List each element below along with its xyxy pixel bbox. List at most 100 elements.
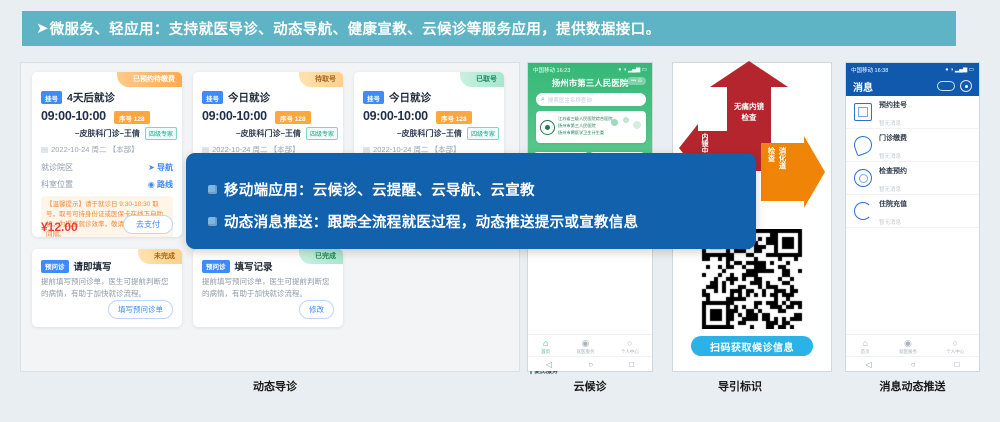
card-status-ribbon: 待取号 bbox=[299, 72, 343, 87]
caption-message-push: 消息动态推送 bbox=[879, 381, 946, 393]
hospital-seal-icon bbox=[540, 120, 555, 135]
registration-tag: 挂号 bbox=[41, 91, 62, 104]
route-action[interactable]: ◉ 路线 bbox=[147, 180, 173, 189]
form-status-badge: 已完成 bbox=[299, 249, 343, 264]
more-capsule-icon[interactable] bbox=[937, 81, 955, 91]
sequence-badge: 序号 128 bbox=[436, 111, 472, 124]
caption-dynamic-triage: 动态导诊 bbox=[253, 381, 297, 393]
sequence-badge: 序号 128 bbox=[114, 111, 150, 124]
appointment-time: 09:00-10:00 bbox=[202, 109, 267, 123]
home-icon: ⌂ bbox=[862, 337, 868, 348]
caption-cloud-waiting: 云候诊 bbox=[573, 381, 607, 393]
recents-icon[interactable]: □ bbox=[954, 359, 960, 369]
arrow-left-label: 内镜中心 bbox=[701, 133, 708, 161]
card-header: 挂号 4天后就诊 bbox=[41, 90, 115, 105]
message-sub: 暂无消息 bbox=[879, 154, 902, 160]
appointment-time: 09:00-10:00 bbox=[363, 109, 428, 123]
navigate-action[interactable]: ➤ 导航 bbox=[148, 163, 173, 172]
card-footer: ¥12.00 去支付 bbox=[41, 215, 173, 236]
arrow-up-label: 无痛内镜检查 bbox=[734, 102, 764, 122]
search-input[interactable]: ⌕ 搜索医生名称查询 bbox=[536, 93, 646, 106]
card-title: 4天后就诊 bbox=[67, 92, 115, 104]
nav-services[interactable]: ◉就医服务 bbox=[576, 337, 595, 354]
home-circle-icon[interactable]: ○ bbox=[588, 359, 594, 369]
recents-icon[interactable]: □ bbox=[629, 359, 634, 369]
refresh-icon bbox=[854, 202, 872, 220]
pre-consult-record-card[interactable]: 已完成 预问诊 填写记录 提前填写预问诊单，医生可提前判断您的病情，有助于加快就… bbox=[193, 249, 343, 327]
status-icons: ● ◑ ▂▄▆ ▭ bbox=[618, 66, 647, 73]
message-sub: 暂无消息 bbox=[879, 121, 902, 127]
qr-caption: 扫码获取候诊信息 bbox=[691, 336, 813, 356]
panel-message-push: 中国移动 16:38 ● ◑ ▂▄▆ ▭ 消息 预约挂号暂无消息 门诊缴费暂无消… bbox=[845, 62, 980, 372]
price-label: ¥12.00 bbox=[41, 220, 78, 234]
home-circle-icon[interactable]: ○ bbox=[910, 359, 916, 369]
banner-line-2: 扬州市第三人民医院 bbox=[558, 123, 596, 128]
carrier-time: 中国移动 16:38 bbox=[851, 67, 889, 74]
room-label: 科室位置 bbox=[41, 180, 73, 189]
card-header: 挂号 今日就诊 bbox=[363, 90, 431, 105]
registration-tag: 挂号 bbox=[363, 91, 384, 104]
close-capsule-icon[interactable] bbox=[960, 80, 972, 92]
bullet-arrow-icon: ➤ bbox=[36, 20, 49, 37]
payment-icon bbox=[851, 133, 875, 157]
appointment-card-group: 已预约待缴费 挂号 4天后就诊 09:00-10:00 序号 128 –皮肤科门… bbox=[21, 63, 521, 373]
services-icon: ◉ bbox=[904, 337, 912, 348]
pre-consult-tag: 预问诊 bbox=[41, 259, 69, 273]
caption-wayfinding: 导引标识 bbox=[718, 381, 762, 393]
list-item[interactable]: 门诊缴费暂无消息 bbox=[846, 129, 979, 162]
android-system-bar: ◁ ○ □ bbox=[528, 356, 652, 371]
form-card-header: 预问诊 填写记录 bbox=[202, 259, 273, 273]
campus-label: 就诊院区 bbox=[41, 163, 73, 172]
department-doctor: –皮肤科门诊–王倩 bbox=[75, 129, 140, 138]
appointment-card[interactable]: 已预约待缴费 挂号 4天后就诊 09:00-10:00 序号 128 –皮肤科门… bbox=[32, 72, 182, 237]
nav-profile[interactable]: ○个人中心 bbox=[946, 337, 965, 354]
card-title: 今日就诊 bbox=[389, 92, 431, 104]
pay-button[interactable]: 去支付 bbox=[123, 215, 173, 234]
nav-home[interactable]: ⌂首页 bbox=[860, 337, 870, 354]
arrow-right-label: 消化道检查 bbox=[767, 147, 787, 170]
card-title: 今日就诊 bbox=[228, 92, 270, 104]
back-icon[interactable]: ◁ bbox=[546, 359, 553, 369]
phone-status-bar: 中国移动 16:23 ● ◑ ▂▄▆ ▭ bbox=[528, 63, 652, 76]
list-item[interactable]: 住院充值暂无消息 bbox=[846, 195, 979, 228]
arrow-right-digestive-exam: 消化道检查 bbox=[761, 136, 825, 208]
sequence-badge: 序号 128 bbox=[275, 111, 311, 124]
phone-bottom-nav: ⌂首页 ◉就医服务 ○个人中心 bbox=[846, 334, 979, 357]
hospital-banner[interactable]: 江苏省三级人民医院综合医院 扬州市第三人民医院 扬州市聘医学卫生计生委 bbox=[536, 111, 646, 143]
fill-form-button[interactable]: 填写预问诊单 bbox=[108, 300, 173, 319]
card-status-ribbon: 已预约待缴费 bbox=[117, 72, 182, 87]
form-card-title: 填写记录 bbox=[234, 262, 273, 273]
list-item[interactable]: 预约挂号暂无消息 bbox=[846, 96, 979, 129]
miniprogram-capsule[interactable]: ••• ⊙ bbox=[627, 77, 646, 85]
callout-line-2: 动态消息推送：跟踪全流程就医过程，动态推送提示或宣教信息 bbox=[208, 211, 638, 232]
callout-line-1: 移动端应用：云候诊、云提醒、云导航、云宣教 bbox=[208, 179, 535, 200]
appointment-date: ▤2022-10-24 周二 【本部】 bbox=[202, 145, 300, 154]
message-status-bar: 中国移动 16:38 ● ◑ ▂▄▆ ▭ bbox=[846, 63, 979, 76]
header-banner: ➤ 微服务、轻应用：支持就医导诊、动态导航、健康宣教、云候诊等服务应用，提供数据… bbox=[22, 11, 956, 46]
message-name: 预约挂号 bbox=[879, 102, 907, 109]
pre-consult-tag: 预问诊 bbox=[202, 259, 230, 273]
department-doctor: –皮肤科门诊–王倩 bbox=[397, 129, 462, 138]
message-list: 预约挂号暂无消息 门诊缴费暂无消息 检查预约暂无消息 住院充值暂无消息 bbox=[846, 96, 979, 228]
appointment-date: ▤2022-10-24 周二 【本部】 bbox=[363, 145, 461, 154]
back-icon[interactable]: ◁ bbox=[865, 359, 872, 369]
appointment-time: 09:00-10:00 bbox=[41, 109, 106, 123]
expert-level-chip: 四级专家 bbox=[145, 127, 178, 140]
calendar-icon: ▤ bbox=[202, 145, 210, 154]
nav-home[interactable]: ⌂首页 bbox=[541, 337, 551, 354]
callout-text-2: 动态消息推送：跟踪全流程就医过程，动态推送提示或宣教信息 bbox=[224, 215, 639, 231]
search-placeholder: 搜索医生名称查询 bbox=[547, 97, 592, 104]
callout-text-1: 移动端应用：云候诊、云提醒、云导航、云宣教 bbox=[224, 183, 535, 199]
calendar-icon: ▤ bbox=[41, 145, 49, 154]
nav-profile[interactable]: ○个人中心 bbox=[620, 337, 639, 354]
form-status-badge: 未完成 bbox=[138, 249, 182, 264]
pre-consult-form-card[interactable]: 未完成 预问诊 请即填写 提前填写预问诊单，医生可提前判断您的病情，有助于加快就… bbox=[32, 249, 182, 327]
header-actions bbox=[937, 80, 972, 92]
header-text: 微服务、轻应用：支持就医导诊、动态导航、健康宣教、云候诊等服务应用，提供数据接口… bbox=[49, 22, 661, 38]
status-icons: ● ◑ ▂▄▆ ▭ bbox=[945, 66, 974, 73]
list-item[interactable]: 检查预约暂无消息 bbox=[846, 162, 979, 195]
nav-services[interactable]: ◉就医服务 bbox=[898, 337, 917, 354]
document-icon bbox=[854, 103, 872, 121]
edit-form-button[interactable]: 修改 bbox=[299, 300, 334, 319]
message-title: 消息 bbox=[853, 82, 873, 94]
